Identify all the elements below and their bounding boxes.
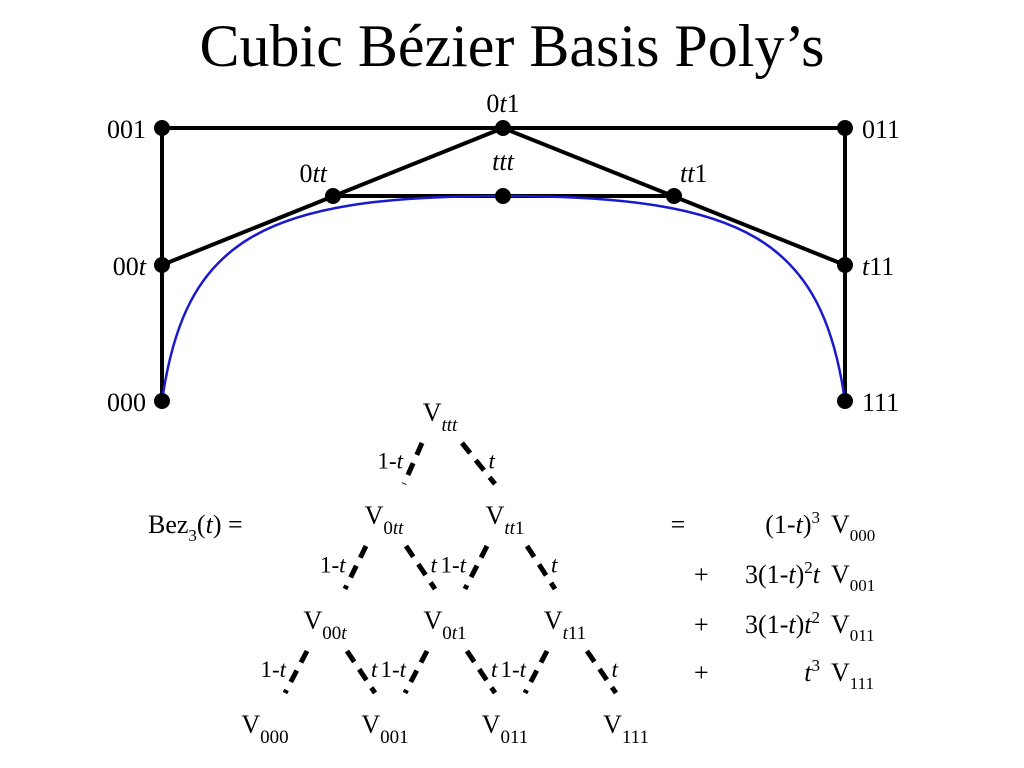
formula-vertex-0: V000 bbox=[831, 510, 875, 545]
weight-left-t11: 1-t bbox=[500, 657, 526, 682]
point-000 bbox=[154, 393, 170, 409]
bezier-curve bbox=[160, 194, 847, 402]
edge-0t1-011 bbox=[464, 649, 498, 695]
edge-0t1-001 bbox=[402, 649, 430, 695]
formula-equals: = bbox=[671, 510, 686, 539]
edge-tt1-t11 bbox=[524, 544, 558, 591]
point-0t1 bbox=[495, 120, 511, 136]
point-ttt bbox=[495, 188, 511, 204]
edge-ttt-tt1 bbox=[460, 441, 497, 486]
point-111 bbox=[837, 393, 853, 409]
weight-left-tt1: 1-t bbox=[440, 553, 466, 578]
formula-coef-2: 3(1-t)t2 bbox=[745, 608, 820, 639]
formula-lhs: Bez3(t) = bbox=[148, 510, 243, 545]
label-000: 000 bbox=[107, 388, 146, 417]
node-v-011: V011 bbox=[482, 710, 529, 748]
edge-00t-000 bbox=[282, 649, 310, 695]
label-tt1: tt1 bbox=[680, 159, 707, 188]
point-001 bbox=[154, 120, 170, 136]
node-v-0tt: V0tt bbox=[365, 501, 405, 539]
edge-0tt-0t1 bbox=[403, 544, 438, 591]
formula-coef-1: 3(1-t)2t bbox=[745, 558, 821, 589]
label-001: 001 bbox=[107, 115, 146, 144]
edge-ttt-0tt bbox=[401, 441, 425, 486]
formula-coef-3: t3 bbox=[804, 656, 820, 687]
weight-left-0t1: 1-t bbox=[380, 657, 406, 682]
weight-left-ttt: 1-t bbox=[377, 449, 403, 474]
weight-right-tt1: t bbox=[551, 553, 558, 578]
weight-left-00t: 1-t bbox=[260, 657, 286, 682]
node-v-000: V000 bbox=[241, 710, 288, 748]
formula-op-3: + bbox=[694, 658, 709, 687]
point-0tt bbox=[325, 188, 341, 204]
edge-t11-011 bbox=[522, 649, 550, 695]
point-t11 bbox=[837, 257, 853, 273]
node-v-111: V111 bbox=[603, 710, 649, 748]
formula-coef-0: (1-t)3 bbox=[765, 508, 820, 539]
formula-vertex-1: V001 bbox=[831, 560, 875, 595]
edge-0tt-00t bbox=[342, 544, 369, 591]
formula-vertex-3: V111 bbox=[831, 658, 874, 693]
node-v-tt1: Vtt1 bbox=[486, 501, 525, 539]
weight-right-t11: t bbox=[612, 657, 619, 682]
point-tt1 bbox=[666, 188, 682, 204]
weight-right-0t1: t bbox=[491, 657, 498, 682]
edge-t11-111 bbox=[584, 649, 619, 695]
weight-right-ttt: t bbox=[489, 449, 496, 474]
label-00t: 00t bbox=[113, 252, 147, 281]
weight-left-0tt: 1-t bbox=[320, 553, 346, 578]
label-t11: t11 bbox=[862, 252, 894, 281]
tree-edges bbox=[282, 441, 619, 695]
control-point-labels: 001 011 0t1 0tt tt1 ttt 00t t11 000 111 bbox=[107, 89, 900, 417]
formula-vertex-2: V011 bbox=[831, 610, 875, 645]
node-v-0t1: V0t1 bbox=[423, 606, 466, 644]
formula-op-1: + bbox=[694, 560, 709, 589]
node-v-t11: Vt11 bbox=[544, 606, 586, 644]
point-011 bbox=[837, 120, 853, 136]
point-00t bbox=[154, 257, 170, 273]
node-v-001: V001 bbox=[361, 710, 408, 748]
label-111: 111 bbox=[862, 388, 899, 417]
label-ttt: ttt bbox=[492, 147, 514, 176]
label-0tt: 0tt bbox=[300, 159, 328, 188]
node-v-ttt: Vttt bbox=[423, 398, 458, 436]
weight-right-00t: t bbox=[371, 657, 378, 682]
weight-right-0tt: t bbox=[431, 553, 438, 578]
node-v-00t: V00t bbox=[303, 606, 347, 644]
control-points bbox=[154, 120, 853, 409]
label-011: 011 bbox=[862, 115, 900, 144]
formula-op-2: + bbox=[694, 610, 709, 639]
edge-00t-001 bbox=[344, 649, 378, 695]
edge-tt1-0t1 bbox=[462, 544, 490, 591]
basis-formula: Bez3(t) = = (1-t)3 V000 +3(1-t)2t V001 +3(1-t)… bbox=[148, 508, 875, 693]
label-0t1: 0t1 bbox=[486, 89, 519, 118]
slide-title: Cubic Bézier Basis Poly’s bbox=[199, 13, 825, 79]
